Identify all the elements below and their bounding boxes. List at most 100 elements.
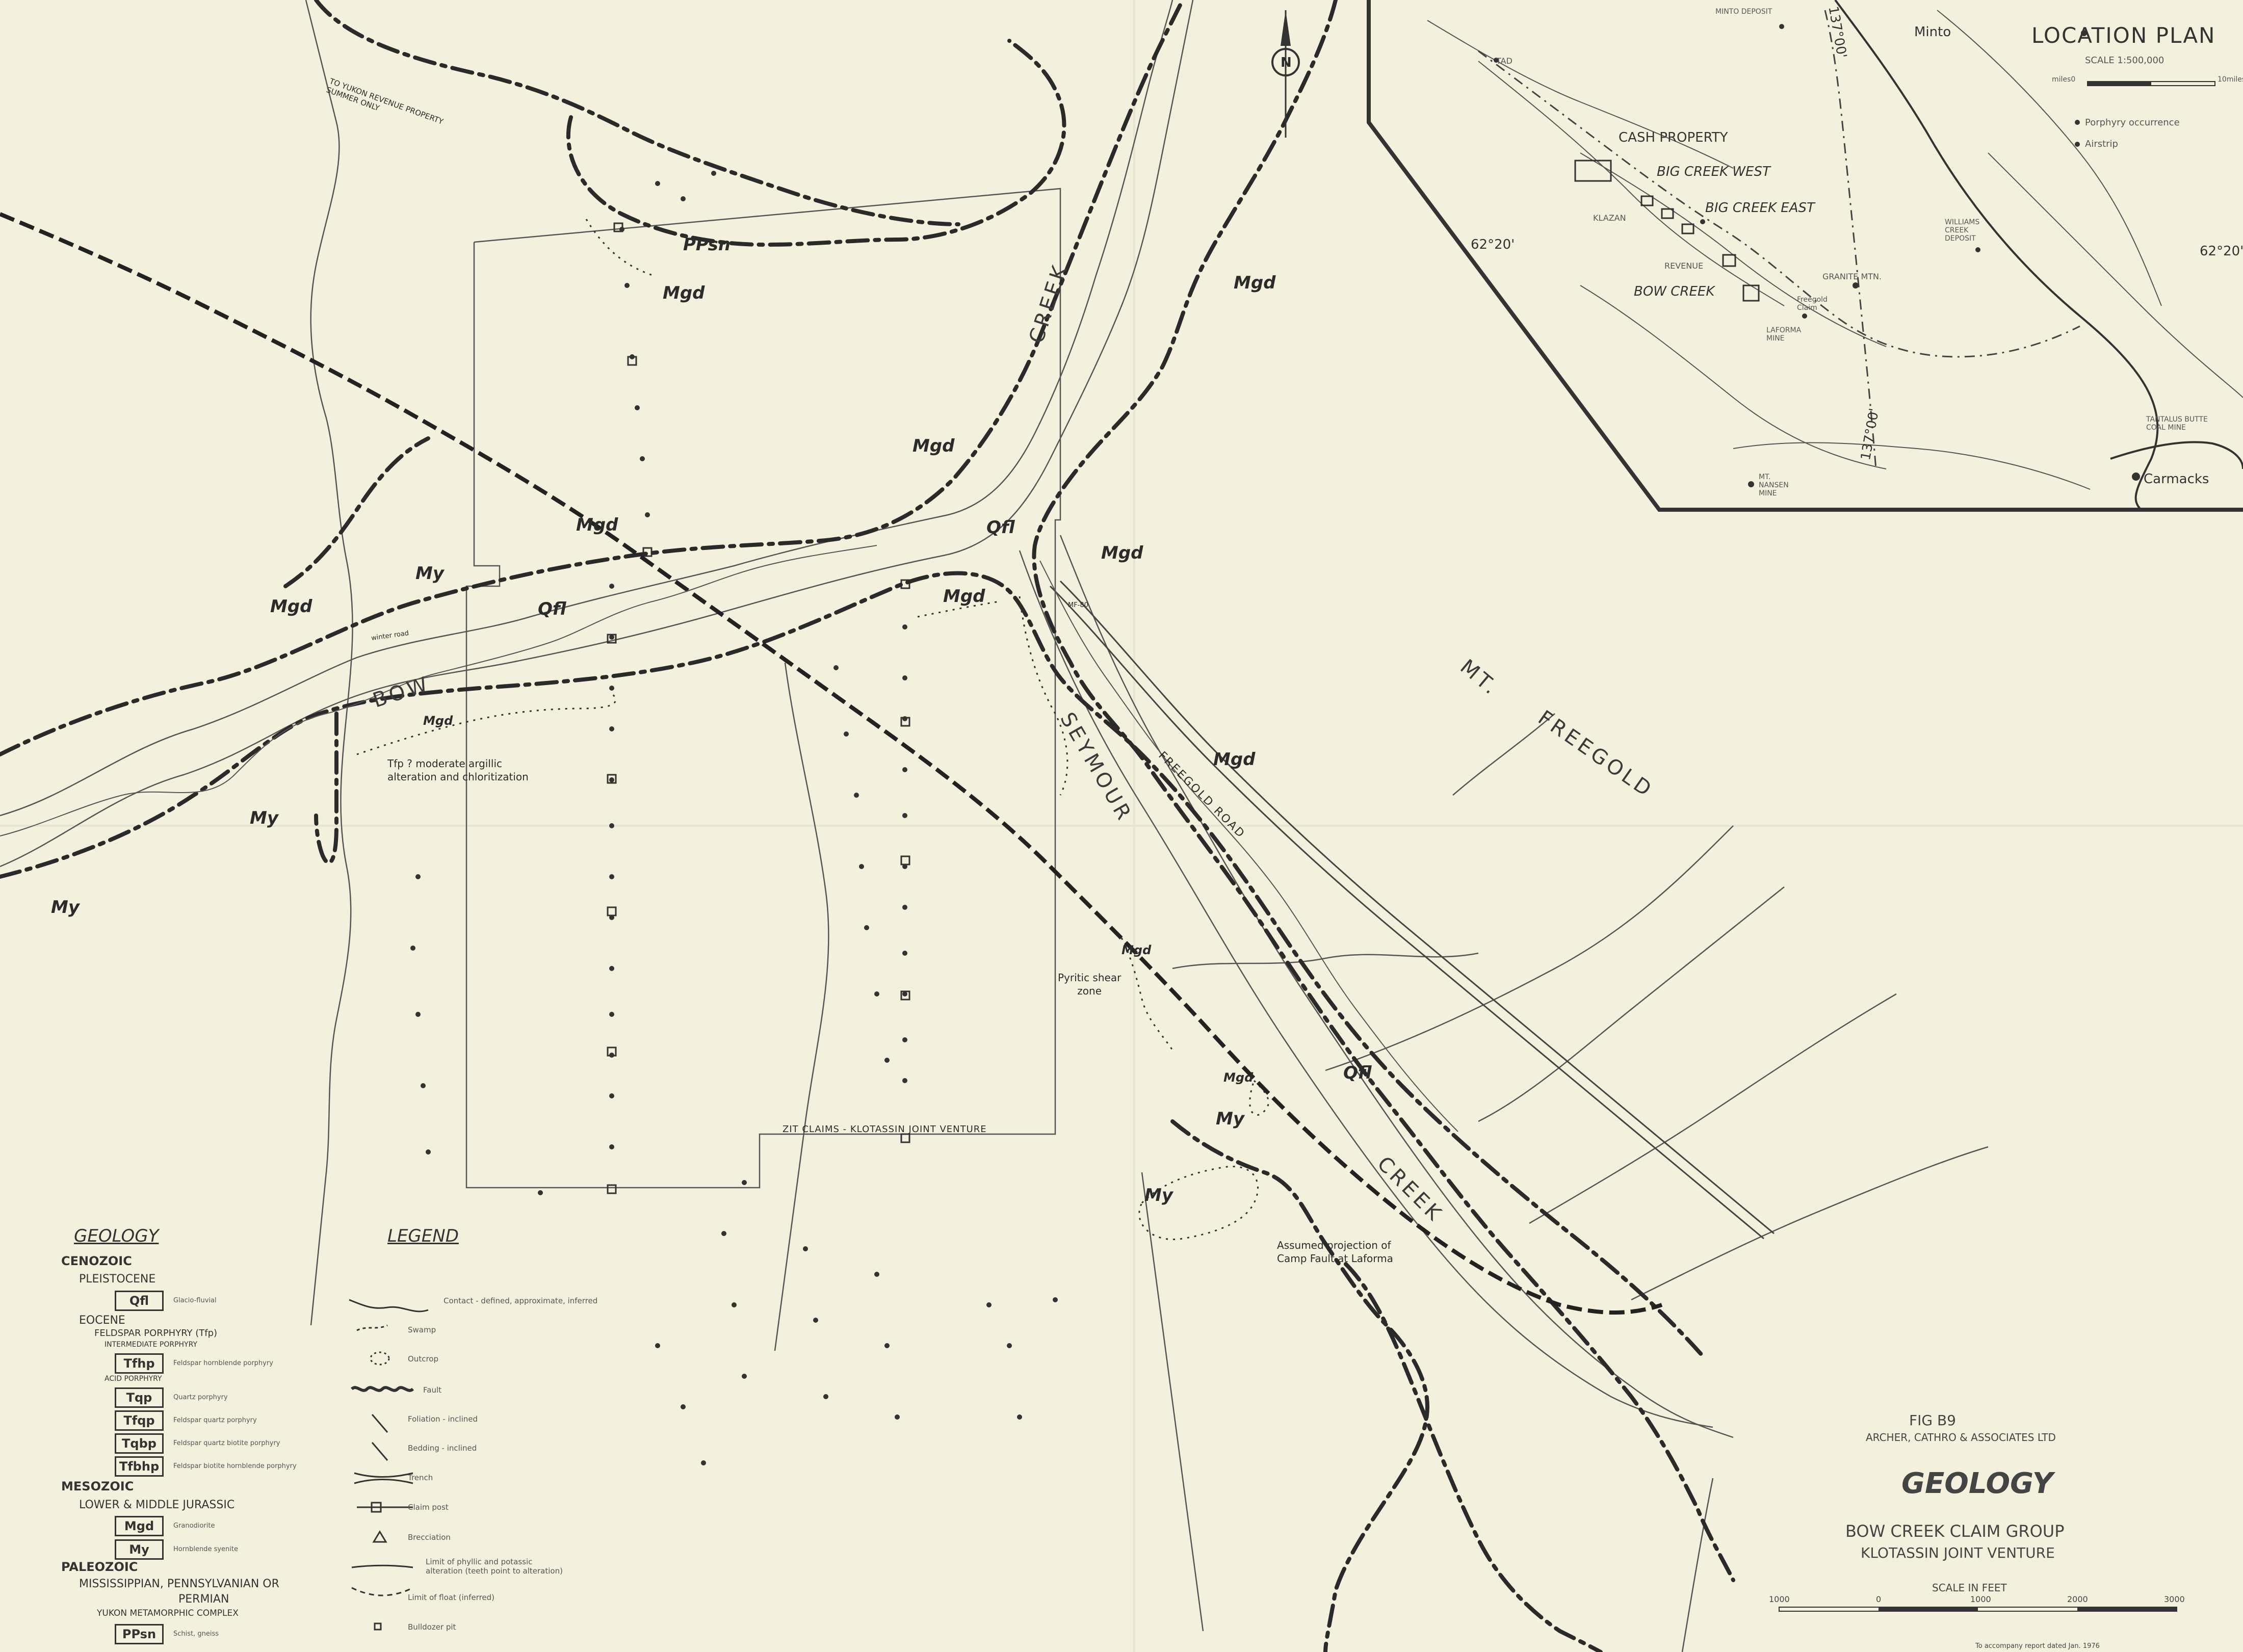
unit-my: My <box>1216 1109 1244 1129</box>
unit-qfl: Qfl <box>1343 1063 1372 1083</box>
legend-outcrop: Outcrop <box>408 1354 438 1363</box>
drainage-lines <box>0 0 1989 1652</box>
assumed-note: Assumed projection of Camp Fault at Lafo… <box>1277 1239 1393 1265</box>
unit-box-tqp: Tqp <box>115 1387 164 1408</box>
unit-desc-mgd: Granodiorite <box>173 1522 215 1530</box>
scale-tick: 2000 <box>2067 1594 2088 1604</box>
north-label: N <box>1281 55 1292 70</box>
unit-mgd: Mgd <box>576 515 618 535</box>
unit-box-tfqp: Tfqp <box>115 1410 164 1431</box>
scale-tick: 3000 <box>2164 1594 2185 1604</box>
pyritic-note-line-1: Pyritic shear <box>1058 972 1122 984</box>
inset-title: LOCATION PLAN <box>2031 23 2216 48</box>
pyritic-note: Pyritic shear zone <box>1058 971 1121 998</box>
unit-mgd: Mgd <box>663 283 705 303</box>
tfp-note-line-1: Tfp ? moderate argillic <box>387 757 503 770</box>
unit-mgd: Mgd <box>270 596 312 617</box>
unit-qfl: Qfl <box>986 517 1015 538</box>
legend-alteration-limit: Limit of phyllic and potassic alteration… <box>426 1557 563 1576</box>
unit-desc-tfbhp: Feldspar biotite hornblende porphyry <box>173 1462 297 1470</box>
unit-my: My <box>415 563 444 584</box>
inset-scale-right: 10miles <box>2218 75 2243 84</box>
unit-ppsn: PPsn <box>683 234 731 255</box>
legend-float-limit: Limit of float (inferred) <box>408 1593 495 1602</box>
inset-place-minto-deposit: MINTO DEPOSIT <box>1715 8 1772 16</box>
inset-place-minto: Minto <box>1914 24 1951 40</box>
legend-claim-post: Claim post <box>408 1503 449 1512</box>
unit-desc-qfl: Glacio-fluvial <box>173 1297 217 1304</box>
inset-lat-left: 62°20' <box>1471 237 1515 252</box>
inset-points <box>1494 24 2140 487</box>
claim-post-dots <box>410 171 1058 1465</box>
inset-place-tad: TAD <box>1496 56 1512 66</box>
yukon-complex: YUKON METAMORPHIC COMPLEX <box>97 1608 239 1618</box>
era-mesozoic: MESOZOIC <box>61 1479 134 1493</box>
inset-lat-right: 62°20' <box>2200 244 2243 259</box>
unit-desc-tfhp: Feldspar hornblende porphyry <box>173 1359 273 1367</box>
north-arrow <box>1271 10 1300 138</box>
title-scale-bar <box>1779 1607 2177 1612</box>
faults <box>0 212 1663 1315</box>
legend-foliation: Foliation - inclined <box>408 1414 478 1424</box>
unit-qfl: Qfl <box>538 599 566 619</box>
inset-place-granite: GRANITE MTN. <box>1822 272 1882 281</box>
inset-scale: SCALE 1:500,000 <box>2085 55 2164 66</box>
inset-place-big-creek-west: BIG CREEK WEST <box>1657 164 1770 179</box>
legend-symbols <box>349 1299 429 1631</box>
unit-my: My <box>250 808 278 828</box>
legend-contact: Contact - defined, approximate, inferred <box>444 1296 598 1305</box>
epoch-pleistocene: PLEISTOCENE <box>79 1273 156 1286</box>
unit-mgd: Mgd <box>1223 1070 1253 1085</box>
inset-scale-left: miles0 <box>2052 75 2076 84</box>
legend-bedding: Bedding - inclined <box>408 1444 477 1453</box>
inset-place-bow-creek: BOW CREEK <box>1634 284 1715 299</box>
scale-tick: 1000 <box>1769 1594 1790 1604</box>
figure-number: FIG B9 <box>1909 1412 1956 1429</box>
unit-box-tqbp: Tqbp <box>115 1433 164 1454</box>
assumed-note-line-2: Camp Fault at Laforma <box>1277 1252 1393 1265</box>
creek-meanders <box>0 545 1458 1132</box>
map-title: GEOLOGY <box>1901 1467 2053 1500</box>
tfp-note: Tfp ? moderate argillic alteration and c… <box>387 757 529 783</box>
unit-mgd-text: Mgd <box>1223 1070 1254 1085</box>
road <box>1049 580 1775 1240</box>
geologic-contacts <box>0 0 1735 1652</box>
map-subtitle: BOW CREEK CLAIM GROUP <box>1845 1522 2065 1541</box>
feldspar-porphyry: FELDSPAR PORPHYRY (Tfp) <box>94 1328 218 1339</box>
unit-mgd: Mgd <box>1234 273 1276 293</box>
unit-desc-tqp: Quartz porphyry <box>173 1394 228 1401</box>
inset-place-laforma: LAFORMA MINE <box>1766 326 1802 343</box>
epoch-eocene: EOCENE <box>79 1314 125 1327</box>
scale-label: SCALE IN FEET <box>1932 1582 2007 1594</box>
inset-scale-bar <box>2075 81 2215 147</box>
claim-boundary <box>465 188 1061 1189</box>
unit-mgd: Mgd <box>912 436 955 456</box>
unit-my: My <box>51 897 80 917</box>
inset-legend-porphyry: Porphyry occurrence <box>2085 117 2180 128</box>
era-cenozoic: CENOZOIC <box>61 1254 132 1268</box>
mississippian: MISSISSIPPIAN, PENNSYLVANIAN OR <box>79 1578 279 1590</box>
unit-my: My <box>1144 1185 1173 1205</box>
assumed-note-line-1: Assumed projection of <box>1277 1239 1391 1251</box>
unit-box-tfbhp: Tfbhp <box>115 1456 164 1477</box>
unit-desc-ppsn: Schist, gneiss <box>173 1630 219 1638</box>
unit-mgd: Mgd <box>1213 749 1256 770</box>
inset-river <box>1834 0 2243 511</box>
jurassic: LOWER & MIDDLE JURASSIC <box>79 1499 235 1511</box>
unit-box-ppsn: PPsn <box>115 1624 164 1644</box>
report-note: To accompany report dated Jan. 1976 <box>1975 1642 2100 1650</box>
inset-place-freegold-claim: Freegold Claim <box>1797 296 1828 312</box>
company-name: ARCHER, CATHRO & ASSOCIATES LTD <box>1866 1431 2056 1444</box>
legend-brecciation: Brecciation <box>408 1533 451 1542</box>
geology-panel-title: GEOLOGY <box>74 1226 159 1246</box>
inset-legend-airstrip: Airstrip <box>2085 139 2118 149</box>
unit-desc-tfqp: Feldspar quartz porphyry <box>173 1417 257 1424</box>
unit-box-qfl: Qfl <box>115 1291 164 1311</box>
inset-place-tantalus: TANTALUS BUTTE COAL MINE <box>2146 415 2208 432</box>
scale-tick: 1000 <box>1970 1594 1991 1604</box>
unit-mgd: Mgd <box>943 586 985 607</box>
inset-place-revenue: REVENUE <box>1664 261 1704 271</box>
intermediate-porphyry: INTERMEDIATE PORPHYRY <box>105 1341 197 1349</box>
inset-roads <box>1478 10 2080 469</box>
